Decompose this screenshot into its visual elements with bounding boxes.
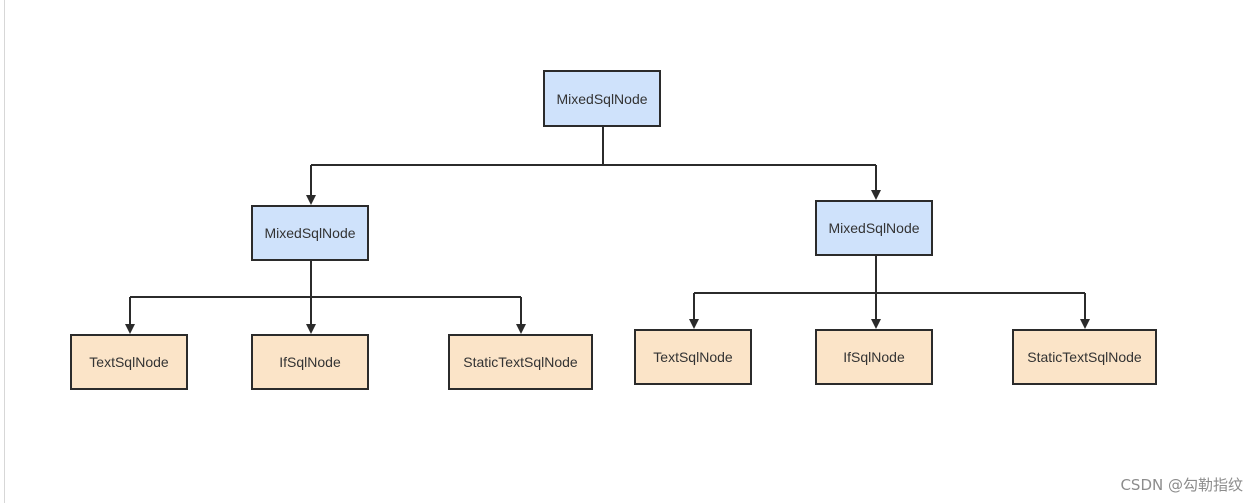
left-mixed-sql-node: MixedSqlNode	[251, 205, 369, 261]
root-mixed-sql-node: MixedSqlNode	[543, 70, 661, 127]
right-if-sql-node: IfSqlNode	[815, 329, 933, 385]
csdn-watermark: CSDN @勾勒指纹	[1120, 476, 1243, 494]
left-border-line	[4, 0, 5, 503]
left-text-sql-node: TextSqlNode	[70, 334, 188, 390]
right-static-text-sql-node: StaticTextSqlNode	[1012, 329, 1157, 385]
right-text-sql-node: TextSqlNode	[634, 329, 752, 385]
right-mixed-sql-node: MixedSqlNode	[815, 200, 933, 256]
left-static-text-sql-node: StaticTextSqlNode	[448, 334, 593, 390]
left-if-sql-node: IfSqlNode	[251, 334, 369, 390]
